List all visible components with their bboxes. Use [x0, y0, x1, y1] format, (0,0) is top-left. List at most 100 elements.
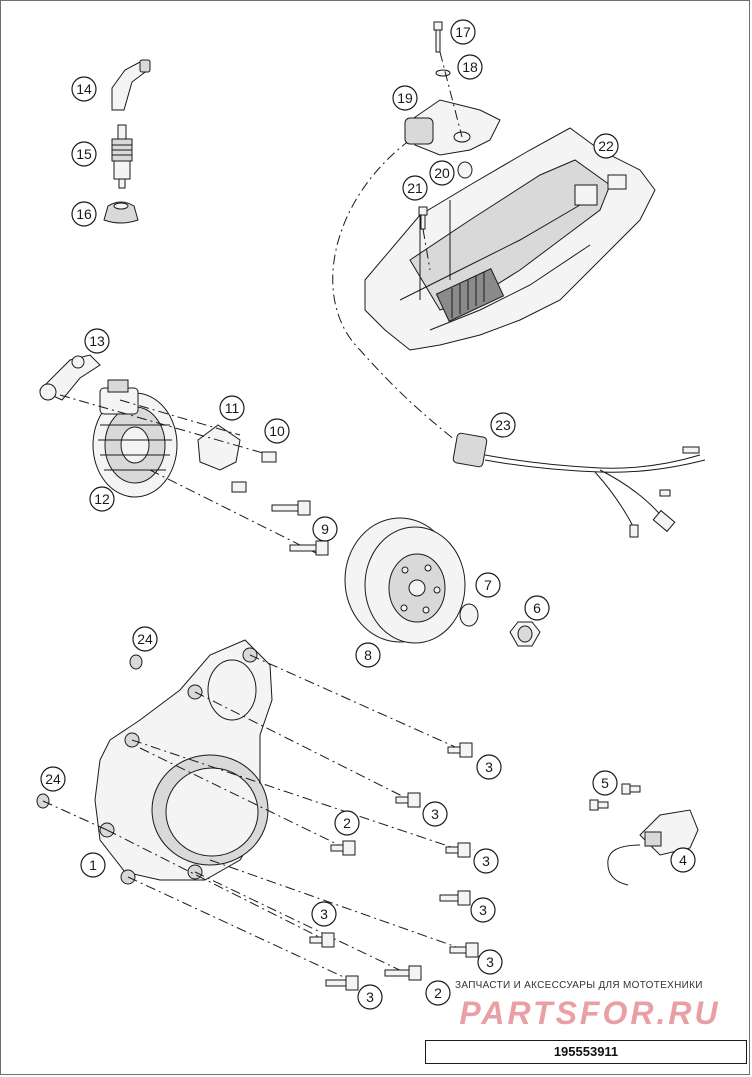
grommet-20	[457, 161, 473, 179]
svg-text:17: 17	[455, 24, 471, 40]
svg-text:2: 2	[434, 985, 442, 1001]
plug-24-axis	[42, 800, 108, 831]
svg-text:13: 13	[89, 333, 105, 349]
svg-text:24: 24	[137, 631, 153, 647]
spark-plug	[111, 124, 133, 189]
callout-3h: 3	[0, 0, 4, 8]
callout-16: 16	[71, 201, 97, 227]
svg-text:11: 11	[225, 400, 240, 416]
svg-text:3: 3	[431, 806, 439, 822]
cover-bolt-7	[449, 942, 479, 958]
stator-axis-3	[119, 399, 241, 436]
bolt-17-axis	[439, 51, 463, 138]
svg-text:3: 3	[482, 853, 490, 869]
callout-6: 6	[524, 595, 550, 621]
callout-14: 14	[71, 76, 97, 102]
ecu-housing	[364, 127, 656, 351]
svg-text:19: 19	[397, 90, 413, 106]
cover-bolt-5	[439, 890, 471, 906]
bolt-10	[261, 451, 277, 463]
callout-24b: 24	[40, 766, 66, 792]
callout-3d: 3	[470, 897, 496, 923]
svg-text:5: 5	[601, 775, 609, 791]
svg-text:15: 15	[76, 146, 92, 162]
svg-text:3: 3	[320, 906, 328, 922]
callout-3f: 3	[477, 949, 503, 975]
washer-18	[435, 69, 451, 77]
callout-2a: 2	[334, 810, 360, 836]
screw-21-axis	[422, 228, 431, 271]
svg-text:3: 3	[486, 954, 494, 970]
callout-3c: 3	[473, 848, 499, 874]
svg-text:16: 16	[76, 206, 92, 222]
flywheel-nut	[509, 621, 541, 647]
svg-text:21: 21	[407, 180, 423, 196]
plug-seal	[103, 201, 139, 224]
svg-text:20: 20	[434, 165, 450, 181]
callout-4: 4	[670, 847, 696, 873]
document-number: 195553911	[425, 1040, 747, 1064]
callout-10: 10	[264, 418, 290, 444]
callout-23: 23	[490, 412, 516, 438]
callout-12: 12	[89, 486, 115, 512]
svg-text:24: 24	[45, 771, 61, 787]
cover-bolt-2	[395, 792, 421, 808]
bolt-9-upper	[271, 500, 311, 516]
callout-17: 17	[450, 19, 476, 45]
callout-18: 18	[457, 54, 483, 80]
svg-text:9: 9	[321, 521, 329, 537]
stator-axis-1	[59, 394, 271, 456]
callout-19: 19	[392, 85, 418, 111]
watermark-tagline: ЗАПЧАСТИ И АКСЕССУАРЫ ДЛЯ МОТОТЕХНИКИ	[455, 980, 703, 991]
watermark-logo-text: PARTSFOR.RU	[459, 996, 720, 1030]
ignition-coil	[607, 809, 699, 886]
flywheel	[344, 517, 466, 644]
plug-24-upper	[129, 654, 143, 670]
callout-11: 11	[219, 395, 245, 421]
callout-20: 20	[429, 160, 455, 186]
callout-8: 8	[355, 642, 381, 668]
callout-21: 21	[402, 175, 428, 201]
svg-text:3: 3	[366, 989, 374, 1005]
svg-text:8: 8	[364, 647, 372, 663]
svg-text:10: 10	[269, 423, 285, 439]
callout-15: 15	[71, 141, 97, 167]
svg-text:3: 3	[479, 902, 487, 918]
cover-axis-c	[131, 739, 461, 851]
ecu-bracket	[404, 99, 501, 156]
cover-bolt-3	[445, 842, 471, 858]
flywheel-washer	[459, 603, 479, 627]
svg-text:23: 23	[495, 417, 511, 433]
callout-22: 22	[593, 133, 619, 159]
ignition-cover	[94, 639, 273, 885]
svg-text:22: 22	[598, 138, 614, 154]
svg-text:7: 7	[484, 577, 492, 593]
cover-axis-a	[249, 654, 463, 751]
bolt-17	[433, 21, 443, 53]
spark-plug-cap	[111, 59, 151, 111]
cover-axis-b	[194, 691, 411, 801]
svg-text:1: 1	[89, 857, 97, 873]
callout-9: 9	[312, 516, 338, 542]
callout-7: 7	[475, 572, 501, 598]
cover-bolt-8	[384, 965, 422, 981]
cover-bolt-1	[447, 742, 473, 758]
callout-2b: 2	[425, 980, 451, 1006]
coil-screw-upper	[621, 783, 641, 795]
stator-axis-2	[149, 469, 321, 556]
cover-axis-d	[139, 747, 346, 849]
cover-axis-e	[106, 829, 326, 941]
callout-3g: 3	[357, 984, 383, 1010]
wiring-harness	[452, 432, 706, 538]
callout-13: 13	[84, 328, 110, 354]
callout-1: 1	[80, 852, 106, 878]
cable-guide	[39, 354, 101, 401]
callout-3e: 3	[311, 901, 337, 927]
callout-5: 5	[592, 770, 618, 796]
harness-route-line	[332, 139, 456, 441]
svg-text:4: 4	[679, 852, 687, 868]
svg-text:2: 2	[343, 815, 351, 831]
cover-axis-f	[127, 876, 351, 981]
callout-3b: 3	[422, 801, 448, 827]
